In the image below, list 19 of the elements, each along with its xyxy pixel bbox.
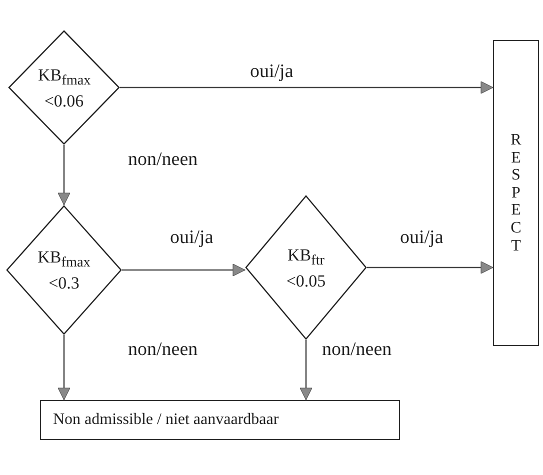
decision-diamond [8, 30, 120, 145]
arrow [367, 261, 494, 274]
node-label: KB$_{fmax}$ <0.06 [37, 64, 92, 112]
edge-label: oui/ja [400, 228, 444, 247]
node-label: RESPECT [510, 131, 522, 255]
decision-diamond [6, 205, 122, 335]
arrow [58, 335, 70, 400]
node-label: KB$_{fmax}$ <0.3 [36, 246, 92, 294]
outcome-box [493, 40, 539, 346]
node-label: KB$_{ftr}$ <0.05 [285, 244, 327, 292]
outcome-box [40, 400, 400, 440]
arrow [122, 264, 246, 276]
decision-diamond [245, 195, 367, 340]
edge-label: oui/ja [170, 228, 214, 247]
arrow [58, 145, 70, 206]
arrow [300, 340, 312, 400]
arrow [120, 81, 494, 94]
edge-label: oui/ja [250, 62, 294, 81]
node-label: Non admissible / niet aanvaardbaar [53, 410, 279, 430]
